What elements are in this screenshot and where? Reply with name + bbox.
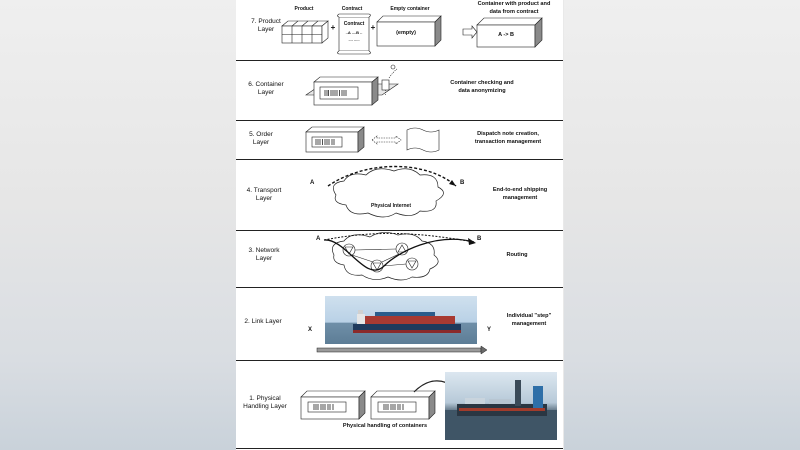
- link-y-label: Y: [487, 327, 492, 333]
- separator: [236, 360, 563, 361]
- layer-6-label: 6. Container Layer: [248, 81, 284, 96]
- transport-route-arrow: [327, 165, 457, 187]
- transport-b-label: B: [460, 180, 465, 186]
- osi-diagram-panel: 7. Product Layer 6. Container Layer 5. O…: [236, 0, 563, 450]
- plus-sign: +: [330, 23, 336, 32]
- layer-5-label: 5. Order Layer: [249, 131, 273, 146]
- empty-container-text: (empty): [396, 30, 416, 36]
- physical-internet-label: Physical Internet: [370, 203, 411, 209]
- network-nodes: [342, 242, 419, 273]
- background-left: [0, 0, 236, 450]
- contract-doc-title: Contract: [343, 21, 365, 27]
- separator: [236, 159, 563, 160]
- separator: [236, 230, 563, 231]
- layer-1-label: 1. Physical Handling Layer: [243, 395, 287, 410]
- layer-4-label: 4. Transport Layer: [246, 187, 282, 202]
- container-ship-photo: [325, 296, 477, 344]
- network-route-solid: [323, 238, 475, 271]
- layer-3-description: Routing: [506, 252, 528, 258]
- contract-doc-text-2: .... .....: [348, 37, 360, 42]
- physical-container-1: [300, 390, 366, 420]
- order-layer-box: [305, 126, 440, 153]
- layer-7-label: 7. Product Layer: [251, 18, 281, 33]
- empty-container-label: Empty container: [390, 6, 430, 12]
- separator: [236, 120, 563, 121]
- container-layer-box: [305, 64, 399, 106]
- separator: [236, 448, 563, 449]
- network-a-label: A: [316, 236, 321, 242]
- diagram-graphics: [281, 13, 543, 420]
- link-x-label: X: [308, 327, 313, 333]
- layer-6-description: Container checking and data anonymizing: [450, 80, 514, 94]
- layer-2-description: Individual "step" management: [506, 313, 552, 327]
- product-crates: [281, 20, 329, 44]
- layer-7-description: Container with product and data from con…: [477, 1, 551, 15]
- result-arrow: [462, 25, 478, 39]
- port-handling-photo: [445, 372, 557, 440]
- background-right: [564, 0, 800, 450]
- result-container-box: [476, 17, 543, 48]
- layer-5-description: Dispatch note creation, transaction mana…: [474, 131, 542, 145]
- physical-container-2: [370, 390, 436, 420]
- empty-container-box: [376, 15, 442, 47]
- layer-1-description: Physical handling of containers: [342, 423, 428, 429]
- contract-document: [337, 13, 371, 55]
- layer-4-description: End-to-end shipping management: [492, 187, 548, 201]
- layer-3-label: 3. Network Layer: [248, 247, 280, 262]
- separator: [236, 287, 563, 288]
- plus-sign: +: [370, 23, 376, 32]
- result-container-text: A -> B: [498, 32, 514, 38]
- product-label: Product: [294, 6, 314, 12]
- network-route-dashed: [323, 232, 475, 243]
- contract-label: Contract: [341, 6, 363, 12]
- contract-doc-text: ..A ....B ..: [345, 30, 363, 35]
- link-step-arrow: [316, 345, 488, 355]
- separator: [236, 60, 563, 61]
- layer-2-label: 2. Link Layer: [244, 318, 282, 325]
- transport-a-label: A: [310, 180, 315, 186]
- network-b-label: B: [477, 236, 482, 242]
- transport-cloud: [333, 168, 444, 218]
